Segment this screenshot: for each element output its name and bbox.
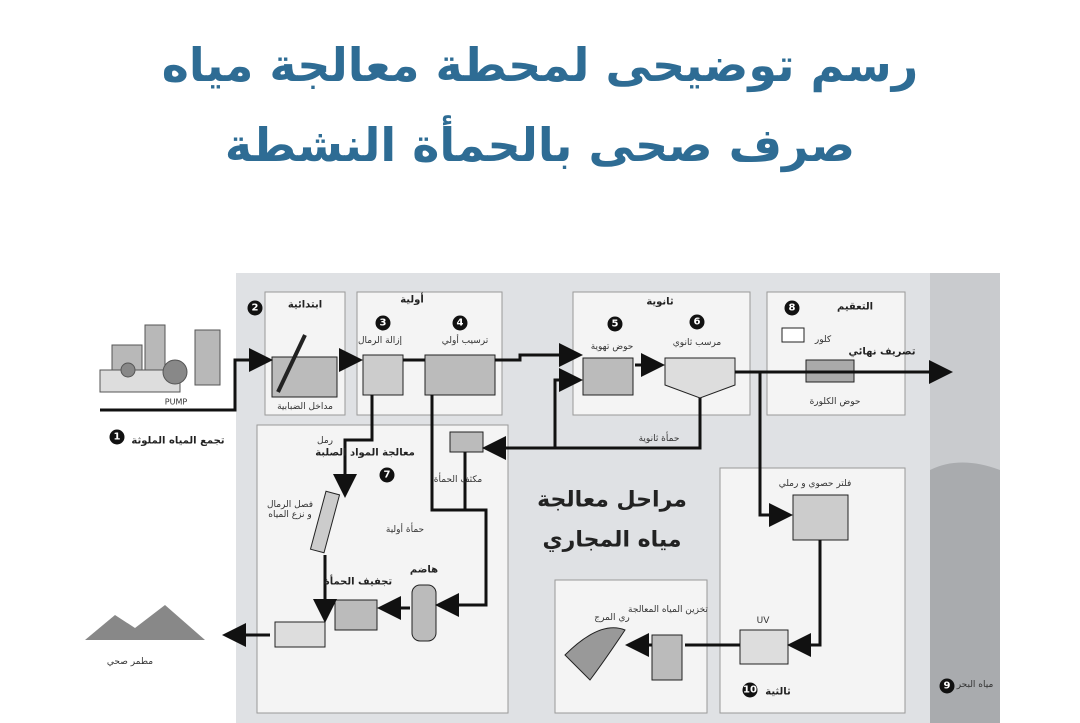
- stage-primary: أولية: [400, 294, 424, 306]
- chlorine-label: كلور: [814, 335, 832, 345]
- uv-label: UV: [756, 616, 770, 626]
- step-3-number: 3: [375, 315, 391, 331]
- sludge-drying-label: تجفيف الحمأة: [323, 576, 393, 588]
- step-8-number: 8: [784, 300, 800, 316]
- treated-storage-label: تخزين المياه المعالجة: [628, 605, 708, 615]
- landfill-label: مطمر صحي: [106, 657, 154, 667]
- chlorination-tank-label: حوض الكلورة: [809, 397, 861, 407]
- step-9-label: مياه البحر: [956, 680, 994, 690]
- step-6-number: 6: [689, 314, 705, 330]
- city-illustration: [99, 324, 221, 393]
- sand-separation-label: فصل الرمال و نزع المياه: [266, 500, 314, 520]
- step-5-number: 5: [607, 316, 623, 332]
- primary-box: [356, 291, 503, 416]
- lawn-irrigation-label: ري المرج: [594, 613, 630, 623]
- step-2-label: ابتدائية: [287, 299, 323, 311]
- primary-sludge-label: حمأة أولية: [385, 525, 425, 535]
- title-line-2: صرف صحى بالحمأة النشطة: [224, 118, 856, 172]
- sand-label: رمل: [317, 436, 333, 446]
- step-2-number: 2: [247, 300, 263, 316]
- step-8-label: التعقيم: [836, 301, 874, 313]
- stage-secondary: ثانوية: [646, 296, 674, 308]
- digester-label: هاضم: [409, 564, 439, 576]
- step-3-label: إزالة الرمال: [357, 336, 403, 346]
- step-6-label: مرسب ثانوي: [672, 338, 722, 348]
- step-4-number: 4: [452, 315, 468, 331]
- center-title-2: مياه المجاري: [542, 527, 682, 553]
- filter-label: فلتر حصوي و رملي: [778, 479, 852, 489]
- step-7-label: معالجة المواد الصلبة: [315, 447, 415, 459]
- secondary-box: [572, 291, 751, 416]
- step-5-label: حوض تهوية: [590, 342, 634, 352]
- final-discharge-label: تصريف نهائي: [848, 346, 916, 358]
- step-1-number: 1: [109, 429, 125, 445]
- step-10-label: ثالثية: [765, 686, 791, 698]
- title-line-1: رسم توضيحى لمحطة معالجة مياه: [161, 38, 919, 92]
- step-2-sub: مداخل الضبابية: [277, 402, 333, 412]
- sludge-thickener-label: مكثف الحمأة: [433, 475, 483, 485]
- step-4-label: ترسيب أولي: [441, 336, 489, 346]
- center-title-1: مراحل معالجة: [537, 487, 687, 513]
- step-9-number: 9: [939, 678, 955, 694]
- pump-label: PUMP: [164, 397, 188, 407]
- step-10-number: 10: [742, 682, 758, 698]
- step-1-label: تجمع المياه الملوثة: [131, 435, 225, 447]
- step-7-number: 7: [379, 467, 395, 483]
- secondary-sludge-label: حمأة ثانوية: [638, 434, 680, 444]
- landfill-hills: [85, 605, 205, 640]
